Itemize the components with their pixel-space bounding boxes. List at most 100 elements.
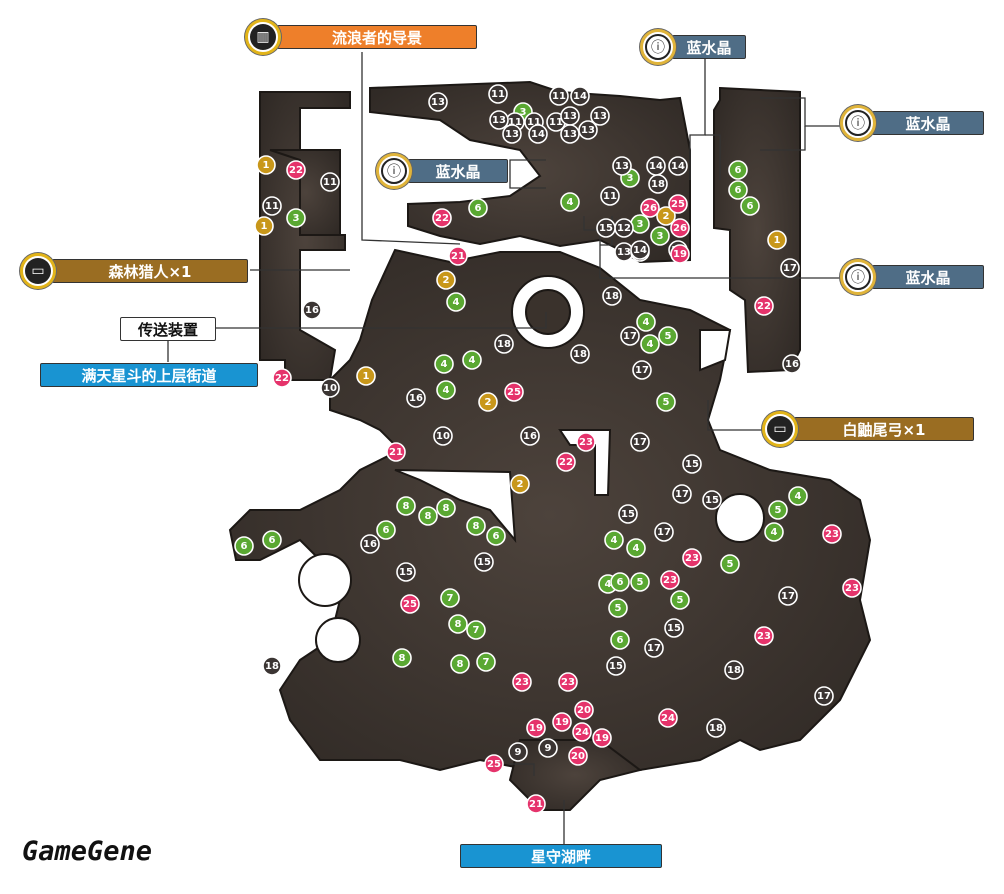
marker-23[interactable]: 23: [822, 524, 842, 544]
marker-13[interactable]: 13: [560, 124, 580, 144]
marker-16[interactable]: 16: [360, 534, 380, 554]
upper-street-label[interactable]: 满天星斗的上层街道: [40, 362, 258, 388]
marker-13[interactable]: 13: [560, 106, 580, 126]
marker-24[interactable]: 24: [572, 722, 592, 742]
marker-6[interactable]: 6: [728, 160, 748, 180]
marker-25[interactable]: 25: [400, 594, 420, 614]
marker-23[interactable]: 23: [660, 570, 680, 590]
marker-17[interactable]: 17: [644, 638, 664, 658]
marker-22[interactable]: 22: [432, 208, 452, 228]
crystal-label-right[interactable]: ⓘ 蓝水晶: [840, 105, 984, 141]
marker-4[interactable]: 4: [788, 486, 808, 506]
marker-15[interactable]: 15: [682, 454, 702, 474]
marker-5[interactable]: 5: [656, 392, 676, 412]
marker-1[interactable]: 1: [767, 230, 787, 250]
marker-23[interactable]: 23: [576, 432, 596, 452]
marker-16[interactable]: 16: [520, 426, 540, 446]
marker-4[interactable]: 4: [636, 312, 656, 332]
marker-1[interactable]: 1: [256, 155, 276, 175]
marker-11[interactable]: 11: [320, 172, 340, 192]
marker-25[interactable]: 25: [484, 754, 504, 774]
marker-17[interactable]: 17: [780, 258, 800, 278]
marker-4[interactable]: 4: [434, 354, 454, 374]
forest-hunter-label[interactable]: ▭ 森林猎人×1: [20, 253, 248, 289]
marker-5[interactable]: 5: [658, 326, 678, 346]
marker-17[interactable]: 17: [632, 360, 652, 380]
marker-3[interactable]: 3: [630, 214, 650, 234]
marker-15[interactable]: 15: [396, 562, 416, 582]
marker-4[interactable]: 4: [446, 292, 466, 312]
marker-4[interactable]: 4: [436, 380, 456, 400]
marker-9[interactable]: 9: [538, 738, 558, 758]
marker-4[interactable]: 4: [604, 530, 624, 550]
marker-8[interactable]: 8: [392, 648, 412, 668]
marker-5[interactable]: 5: [768, 500, 788, 520]
white-bow-label[interactable]: ▭ 白鼬尾弓×1: [762, 411, 974, 447]
marker-19[interactable]: 19: [552, 712, 572, 732]
marker-8[interactable]: 8: [448, 614, 468, 634]
marker-19[interactable]: 19: [526, 718, 546, 738]
marker-18[interactable]: 18: [494, 334, 514, 354]
teleporter-label[interactable]: 传送装置: [120, 316, 216, 342]
marker-4[interactable]: 4: [640, 334, 660, 354]
marker-22[interactable]: 22: [556, 452, 576, 472]
marker-23[interactable]: 23: [682, 548, 702, 568]
marker-21[interactable]: 21: [526, 794, 546, 814]
marker-21[interactable]: 21: [448, 246, 468, 266]
marker-8[interactable]: 8: [396, 496, 416, 516]
marker-18[interactable]: 18: [724, 660, 744, 680]
marker-20[interactable]: 20: [574, 700, 594, 720]
marker-7[interactable]: 7: [440, 588, 460, 608]
marker-23[interactable]: 23: [842, 578, 862, 598]
marker-23[interactable]: 23: [512, 672, 532, 692]
marker-2[interactable]: 2: [656, 206, 676, 226]
marker-8[interactable]: 8: [418, 506, 438, 526]
marker-13[interactable]: 13: [489, 110, 509, 130]
marker-16[interactable]: 16: [302, 300, 322, 320]
marker-23[interactable]: 23: [754, 626, 774, 646]
marker-14[interactable]: 14: [570, 86, 590, 106]
marker-6[interactable]: 6: [610, 572, 630, 592]
marker-2[interactable]: 2: [510, 474, 530, 494]
marker-5[interactable]: 5: [670, 590, 690, 610]
marker-5[interactable]: 5: [630, 572, 650, 592]
marker-14[interactable]: 14: [528, 124, 548, 144]
marker-11[interactable]: 11: [262, 196, 282, 216]
marker-18[interactable]: 18: [648, 174, 668, 194]
marker-4[interactable]: 4: [462, 350, 482, 370]
marker-18[interactable]: 18: [602, 286, 622, 306]
marker-12[interactable]: 12: [614, 218, 634, 238]
marker-8[interactable]: 8: [466, 516, 486, 536]
marker-1[interactable]: 1: [356, 366, 376, 386]
marker-22[interactable]: 22: [286, 160, 306, 180]
marker-15[interactable]: 15: [618, 504, 638, 524]
marker-11[interactable]: 11: [549, 86, 569, 106]
marker-16[interactable]: 16: [406, 388, 426, 408]
marker-17[interactable]: 17: [814, 686, 834, 706]
marker-17[interactable]: 17: [654, 522, 674, 542]
marker-19[interactable]: 19: [592, 728, 612, 748]
marker-22[interactable]: 22: [272, 368, 292, 388]
marker-6[interactable]: 6: [728, 180, 748, 200]
marker-10[interactable]: 10: [320, 378, 340, 398]
marker-13[interactable]: 13: [612, 156, 632, 176]
marker-7[interactable]: 7: [466, 620, 486, 640]
marker-6[interactable]: 6: [468, 198, 488, 218]
marker-21[interactable]: 21: [386, 442, 406, 462]
marker-6[interactable]: 6: [376, 520, 396, 540]
marker-8[interactable]: 8: [436, 498, 456, 518]
marker-6[interactable]: 6: [486, 526, 506, 546]
marker-6[interactable]: 6: [234, 536, 254, 556]
crystal-label-top[interactable]: ⓘ 蓝水晶: [640, 29, 746, 65]
marker-17[interactable]: 17: [672, 484, 692, 504]
marker-3[interactable]: 3: [650, 226, 670, 246]
marker-26[interactable]: 26: [670, 218, 690, 238]
marker-13[interactable]: 13: [578, 120, 598, 140]
marker-8[interactable]: 8: [450, 654, 470, 674]
marker-15[interactable]: 15: [606, 656, 626, 676]
marker-6[interactable]: 6: [610, 630, 630, 650]
marker-17[interactable]: 17: [620, 326, 640, 346]
marker-23[interactable]: 23: [558, 672, 578, 692]
crystal-label-mid[interactable]: ⓘ 蓝水晶: [840, 259, 984, 295]
marker-18[interactable]: 18: [262, 656, 282, 676]
